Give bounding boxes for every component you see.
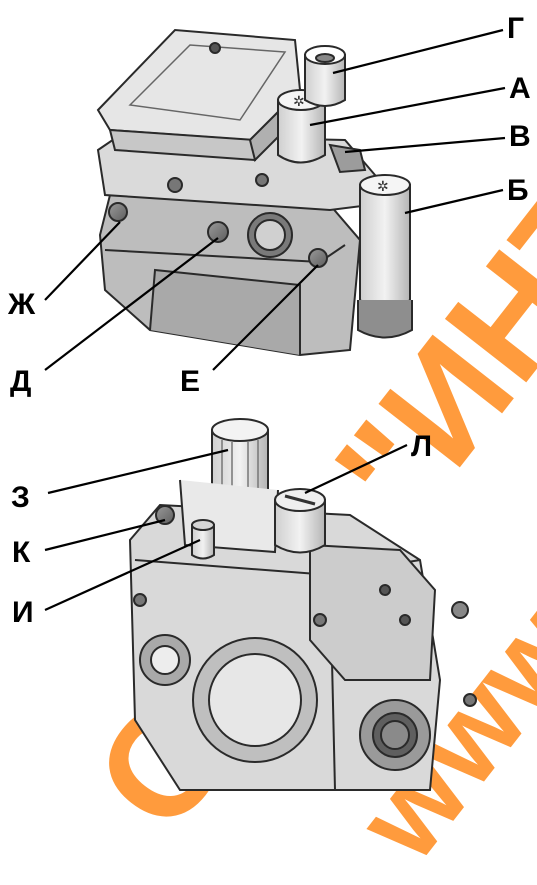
- diagram-canvas: ООО "ИНТ www.int: [8, 12, 537, 884]
- label-z: З: [11, 481, 30, 514]
- label-g: Г: [507, 12, 525, 45]
- label-l: Л: [411, 430, 433, 463]
- top-valve: ✲ ✲: [96, 28, 413, 357]
- label-k: К: [12, 536, 31, 569]
- leader-line-z: [47, 448, 229, 495]
- svg-text:✲: ✲: [377, 179, 389, 195]
- label-d: Д: [10, 365, 32, 398]
- leader-line-b: [404, 188, 504, 215]
- leader-line-zh: [44, 221, 121, 301]
- leader-lines: [44, 28, 506, 612]
- leader-line-k: [44, 518, 166, 552]
- gas-valve-illustration: ✲ ✲: [44, 28, 506, 791]
- leader-line-l: [304, 444, 408, 494]
- label-e: Е: [180, 365, 201, 398]
- svg-text:✲: ✲: [293, 94, 305, 110]
- label-zh: Ж: [8, 288, 36, 321]
- leader-line-v: [344, 136, 506, 154]
- label-i: И: [12, 596, 34, 629]
- leader-line-a: [309, 86, 506, 127]
- leader-line-i: [44, 538, 201, 612]
- leader-line-g: [332, 28, 504, 75]
- leader-line-d: [44, 237, 219, 371]
- label-a: А: [509, 72, 531, 105]
- bottom-valve: [128, 418, 477, 791]
- leader-line-e: [212, 264, 319, 371]
- label-b: Б: [507, 174, 529, 207]
- label-v: В: [509, 120, 531, 153]
